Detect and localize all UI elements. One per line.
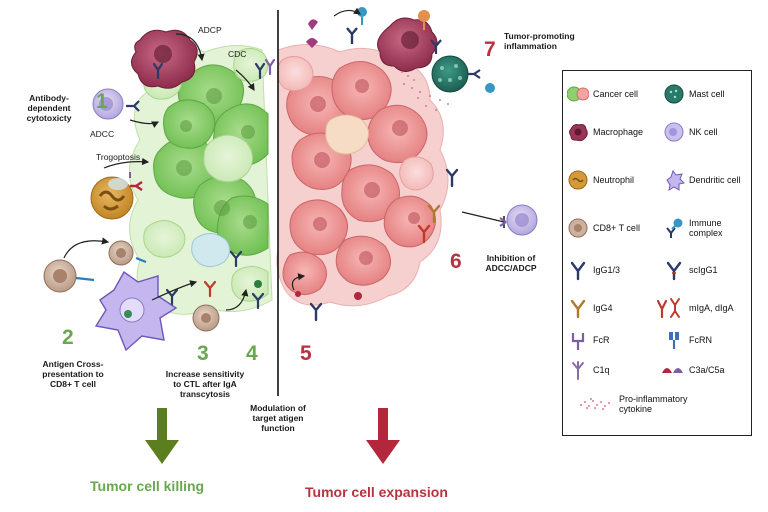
legend-item: mIgA, dIgA [655,297,734,319]
antibody-group-adcp [152,58,276,80]
cd8-t-cell-icon [567,217,589,239]
nk-cell-icon [663,121,685,143]
mechanism-4-5-label: Modulation of target atigen function [250,403,306,433]
legend-box: Cancer cell Mast cell Macrophage NK cell… [562,70,752,436]
legend-item: IgG4 [567,297,613,319]
legend-item: Pro-inflammatory cytokine [577,393,688,415]
legend-item: scIgG1 [663,259,718,281]
macrophage-icon [567,121,589,143]
immune-complex-icon [663,217,685,239]
cd8-t-cells [43,240,220,332]
legend-item: Immune complex [663,217,751,239]
legend-item: FcRN [663,329,712,351]
cytokine-icon [577,393,615,415]
arrow-tumor-expansion [366,408,400,464]
legend-item: IgG1/3 [567,259,620,281]
macrophage [131,29,198,89]
legend-item: Dendritic cell [663,169,741,191]
igg13-icon [567,259,589,281]
mechanism-6-label: Inhibition of ADCC/ADCP [485,253,537,273]
miga-diga-icon [655,297,685,319]
dendritic-cell [94,270,178,352]
c1q-icon [567,359,589,381]
cancer-cell-icon [567,83,589,105]
fcr-icon [567,329,589,351]
red-tumor-cluster [276,43,449,307]
outcome-expansion: Tumor cell expansion [305,484,448,500]
antibody-group-right [309,168,459,322]
mechanism-7-label: Tumor-promoting inflammation [504,31,575,51]
mechanism-7-number: 7 [484,38,496,61]
mechanism-3-label: Increase sensitivity to CTL after IgA tr… [165,369,245,399]
curved-arrow-right [291,273,306,291]
mechanism-2-label: Antigen Cross- presentation to CD8+ T ce… [42,359,104,389]
nk-cell [92,88,140,120]
mast-cell [431,55,495,93]
adcp-label: ADCP [198,25,222,35]
mechanism-4-number: 4 [246,342,258,365]
c3a-c5a-icon [659,359,685,381]
immune-complex-top [306,7,367,48]
green-tumor-cluster [129,45,273,315]
curved-arrows-left [63,33,255,311]
trogoptosis-label: Trogoptosis [96,152,141,162]
neutrophil [90,172,143,220]
legend-item: NK cell [663,121,718,143]
neutrophil-icon [567,169,589,191]
legend-item: C1q [567,359,610,381]
mechanism-6-number: 6 [450,250,462,273]
legend-item: Macrophage [567,121,643,143]
antibody-group-iga [165,250,265,310]
adcc-label: ADCC [90,129,115,139]
legend-item: Mast cell [663,83,725,105]
outcome-killing: Tumor cell killing [90,478,205,494]
legend-item: C3a/C5a [659,359,725,381]
cytokine-label: Pro-inflammatory cytokine [619,393,688,414]
cytokine-dots [401,71,449,111]
scigg1-icon [663,259,685,281]
cdc-label: CDC [228,49,247,59]
mechanism-5-number: 5 [300,342,312,365]
dendritic-cell-icon [663,169,685,191]
legend-item: Neutrophil [567,169,634,191]
mechanism-3-number: 3 [197,342,209,365]
inhibition-to-nk [461,204,538,236]
mechanism-1-number: 1 [96,90,108,113]
legend-item: FcR [567,329,610,351]
arrow-tumor-killing [145,408,179,464]
macrophage-right [377,10,442,72]
legend-item: CD8+ T cell [567,217,640,239]
mechanism-2-number: 2 [62,326,74,349]
fcrn-icon [663,329,685,351]
mast-cell-icon [663,83,685,105]
mechanism-1-label: Antibody- dependent cytotoxicty [26,93,72,123]
igg4-icon [567,297,589,319]
legend-item: Cancer cell [567,83,638,105]
